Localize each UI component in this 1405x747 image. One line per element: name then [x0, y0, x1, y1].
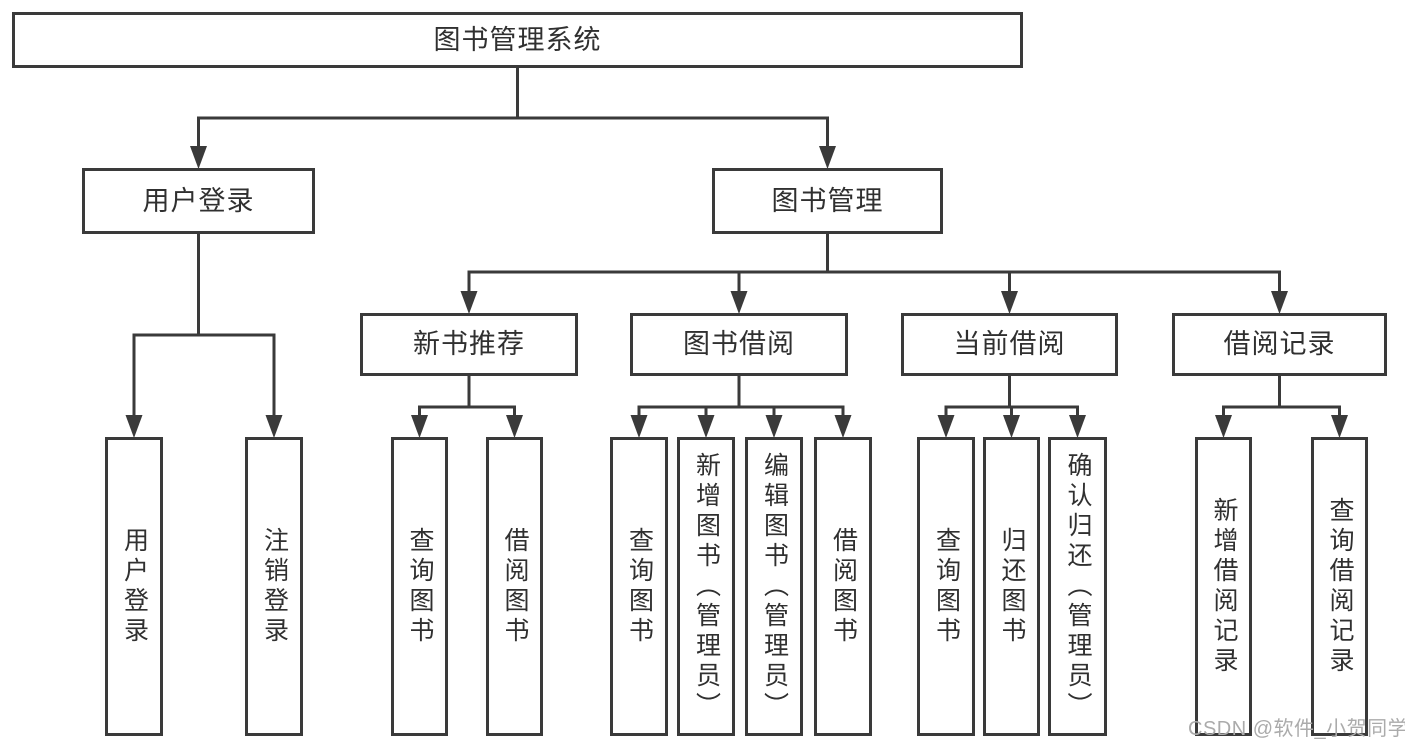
- new-book-rec-box: 新书推荐: [360, 313, 578, 376]
- cb-query-box: 查询图书: [917, 437, 975, 736]
- book-borrow-box: 图书借阅: [630, 313, 848, 376]
- br-query-box: 查询借阅记录: [1311, 437, 1368, 736]
- book-mgmt-box: 图书管理: [712, 168, 943, 234]
- bb-add-box: 新增图书（管理员）: [677, 437, 735, 736]
- nbr-borrow-box: 借阅图书: [486, 437, 543, 736]
- cb-confirm-box: 确认归还（管理员）: [1048, 437, 1107, 736]
- br-add-box: 新增借阅记录: [1195, 437, 1252, 736]
- bb-borrow-box: 借阅图书: [814, 437, 872, 736]
- logout-v-box: 注销登录: [245, 437, 303, 736]
- cb-return-box: 归还图书: [983, 437, 1040, 736]
- login-v-box: 用户登录: [105, 437, 163, 736]
- watermark: CSDN @软件_小贺同学: [1188, 718, 1405, 740]
- borrow-records-box: 借阅记录: [1172, 313, 1387, 376]
- current-borrow-box: 当前借阅: [901, 313, 1118, 376]
- user-login-box: 用户登录: [82, 168, 315, 234]
- bb-edit-box: 编辑图书（管理员）: [745, 437, 803, 736]
- bb-query-box: 查询图书: [610, 437, 668, 736]
- nbr-query-box: 查询图书: [391, 437, 448, 736]
- root-box: 图书管理系统: [12, 12, 1023, 68]
